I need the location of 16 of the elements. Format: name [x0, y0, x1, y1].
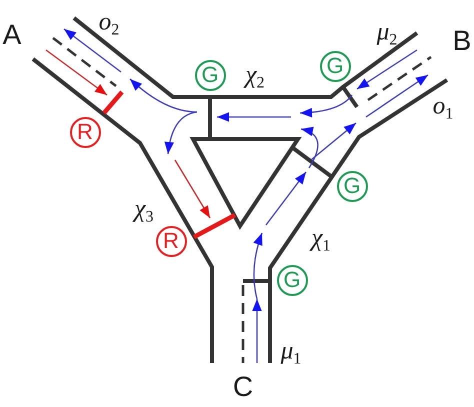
segment-label: o$_{1}$	[432, 94, 454, 122]
segment-label: χ$_{1}$	[312, 226, 330, 254]
signal-indicator: G	[336, 170, 368, 202]
segment-label: χ$_{3}$	[134, 196, 154, 226]
signal-indicator: G	[320, 50, 350, 82]
segment-label: μ$_{2}$	[376, 20, 398, 48]
road-arm-label: A	[2, 21, 22, 49]
road-arm-label: B	[452, 27, 472, 55]
signal-indicator: G	[276, 264, 308, 296]
signal-indicator: R	[156, 226, 186, 256]
signal-indicator: G	[194, 60, 226, 90]
road-arm-label: C	[232, 373, 254, 401]
segment-label: χ$_{2}$	[246, 62, 264, 92]
segment-label: μ$_{1}$	[280, 338, 302, 368]
signal-indicator: R	[70, 116, 100, 148]
segment-label: o$_{2}$	[98, 10, 120, 38]
